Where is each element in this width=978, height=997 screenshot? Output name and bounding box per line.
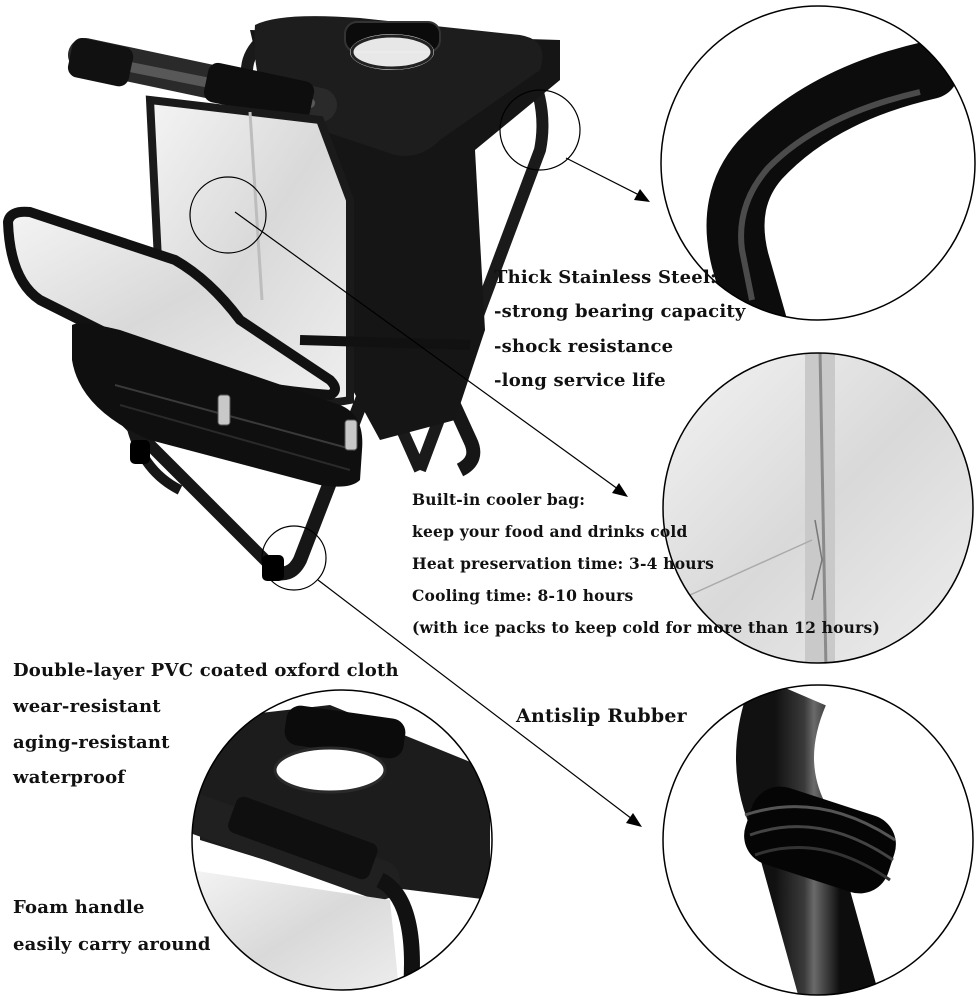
handle-heading: Foam handle [13, 897, 145, 918]
steel-tube-detail [660, 5, 976, 321]
callout-pointers [189, 89, 650, 827]
steel-point-2: -shock resistance [494, 336, 674, 357]
cloth-point-2: aging-resistant [13, 732, 170, 753]
cloth-point-1: wear-resistant [13, 696, 161, 717]
cooler-line-3: Cooling time: 8-10 hours [412, 586, 634, 605]
cloth-heading: Double-layer PVC coated oxford cloth [13, 660, 399, 681]
rubber-heading: Antislip Rubber [516, 705, 687, 727]
steel-detail-marker [499, 89, 581, 171]
cooler-line-4: (with ice packs to keep cold for more th… [412, 618, 880, 637]
rubber-detail-marker [261, 525, 327, 591]
cooler-liner-detail [662, 352, 974, 664]
steel-point-3: -long service life [494, 370, 666, 391]
cooler-line-1: keep your food and drinks cold [412, 522, 688, 541]
cooler-line-2: Heat preservation time: 3-4 hours [412, 554, 715, 573]
cooler-heading: Built-in cooler bag: [412, 490, 586, 509]
stool-backpack [2, 16, 560, 581]
handle-line: easily carry around [13, 934, 211, 955]
rubber-foot-detail [662, 684, 974, 996]
steel-point-1: -strong bearing capacity [494, 301, 746, 322]
steel-heading: Thick Stainless Steel: [494, 267, 717, 288]
cooler-detail-marker [189, 176, 267, 254]
cloth-point-3: waterproof [13, 767, 126, 788]
fabric-handle-detail [191, 689, 493, 991]
